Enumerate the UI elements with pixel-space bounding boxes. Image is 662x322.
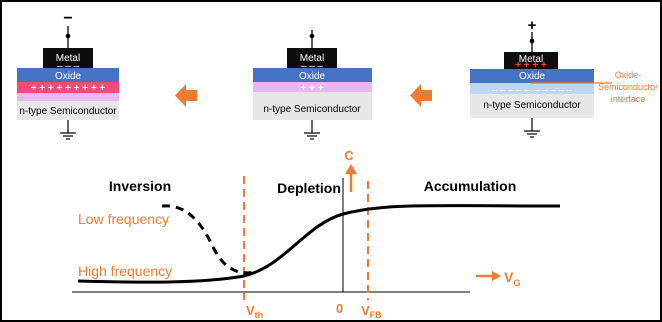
low-frequency-label: Low frequency xyxy=(78,211,169,227)
device-accumulation: + Metal + + + + Oxide – – – – – – – – – … xyxy=(470,17,658,138)
oxide-label: Oxide xyxy=(299,71,326,82)
region-accumulation: Accumulation xyxy=(424,178,517,194)
oxide-layer xyxy=(253,68,372,82)
depletion-charges: + + + xyxy=(300,83,323,94)
oxide-layer xyxy=(17,68,119,82)
semiconductor-label: n-type Semiconductor xyxy=(263,104,361,115)
x-axis-arrow-icon xyxy=(476,271,501,281)
zero-label: 0 xyxy=(336,301,343,316)
terminal-dot xyxy=(65,33,71,39)
accumulation-electrons: – – – – – – – – – – xyxy=(492,85,573,96)
metal-label: Metal xyxy=(56,53,80,64)
arrow-left-icon xyxy=(175,84,197,107)
oxide-layer xyxy=(470,69,594,83)
ground-icon xyxy=(524,130,540,138)
oxide-label: Oxide xyxy=(519,71,546,82)
metal-minus-marks: – – – xyxy=(57,61,80,72)
vth-label: Vth xyxy=(246,303,263,320)
metal-label: Metal xyxy=(519,54,543,65)
terminal-dot xyxy=(309,33,315,39)
metal-minus-marks: – – – xyxy=(301,61,324,72)
depletion-layer xyxy=(253,82,372,92)
semiconductor-layer xyxy=(470,94,594,118)
terminal-plus: + xyxy=(528,17,537,34)
device-depletion: Metal – – – Oxide + + + n-type Semicondu… xyxy=(253,30,372,140)
inversion-charges: + + + + + + + + + xyxy=(31,83,106,94)
accumulation-layer xyxy=(470,83,594,94)
semiconductor-layer xyxy=(17,101,119,120)
ground-icon xyxy=(304,132,320,140)
metal-layer xyxy=(504,52,558,69)
high-frequency-curve xyxy=(77,204,561,284)
ground-icon xyxy=(60,132,76,140)
device-inversion: − Metal – – – Oxide + + + + + + + + + n-… xyxy=(17,10,119,140)
interface-label-line2: Semiconductor xyxy=(598,82,658,92)
semiconductor-layer xyxy=(253,92,372,120)
depletion-layer xyxy=(17,93,119,101)
x-axis-label: VG xyxy=(504,269,520,288)
oxide-label: Oxide xyxy=(55,71,82,82)
cv-plot: C VG Inversion Depletion Accumulation Lo… xyxy=(72,148,561,320)
metal-layer xyxy=(287,48,337,68)
high-frequency-label: High frequency xyxy=(78,263,172,279)
y-axis-label: C xyxy=(344,148,354,163)
terminal-minus: − xyxy=(63,10,72,27)
y-axis-arrow-icon xyxy=(345,164,357,192)
region-depletion: Depletion xyxy=(277,180,341,196)
metal-layer xyxy=(43,48,93,68)
region-inversion: Inversion xyxy=(109,178,171,194)
arrow-left-icon-2 xyxy=(410,84,432,107)
metal-plus-charges: + + + + xyxy=(515,60,547,71)
terminal-dot xyxy=(529,38,535,44)
semiconductor-label: n-type Semiconductor xyxy=(483,100,581,111)
inversion-layer xyxy=(17,82,119,93)
metal-label: Metal xyxy=(300,53,324,64)
low-frequency-curve xyxy=(161,204,257,275)
semiconductor-label: n-type Semiconductor xyxy=(19,106,117,117)
interface-label-line3: interface xyxy=(611,94,646,104)
vfb-label: VFB xyxy=(361,303,382,320)
interface-label-line1: Oxide- xyxy=(615,70,642,80)
